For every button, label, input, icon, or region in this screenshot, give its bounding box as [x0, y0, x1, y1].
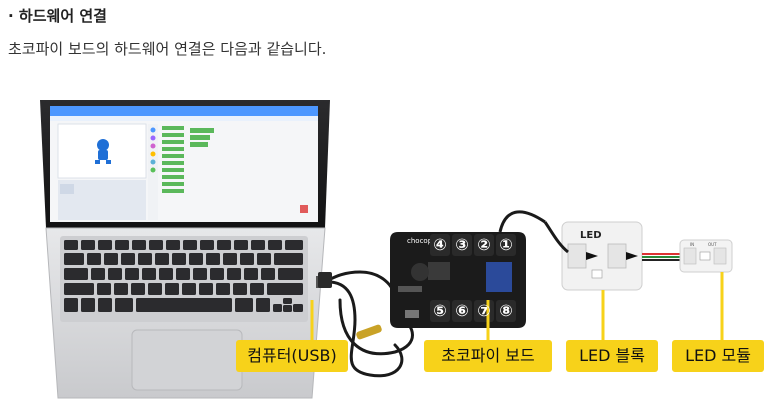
- board-port-3: ③: [455, 235, 469, 254]
- led-module-in-label: IN: [690, 242, 694, 247]
- section-title: · 하드웨어 연결: [8, 7, 107, 25]
- led-block: LED: [543, 221, 643, 291]
- board-port-1: ①: [499, 235, 513, 254]
- board-port-4: ④: [433, 235, 447, 254]
- sprite-icon: [95, 139, 111, 164]
- callout-led-block: LED 블록: [566, 340, 658, 372]
- rgb-cable: [642, 253, 680, 261]
- chocopi-board: chocopi: [390, 210, 546, 328]
- section-description: 초코파이 보드의 하드웨어 연결은 다음과 같습니다.: [8, 40, 327, 58]
- callout-led-module: LED 모듈: [672, 340, 764, 372]
- board-ports-top: [430, 234, 516, 256]
- led-module: IN OUT: [679, 239, 733, 273]
- callout-leaders: [310, 272, 724, 340]
- led-block-label: LED: [580, 230, 602, 241]
- laptop-trackpad: [131, 329, 243, 391]
- callout-board: 초코파이 보드: [424, 340, 552, 372]
- laptop-keyboard: [64, 240, 303, 312]
- led-module-out-label: OUT: [708, 242, 717, 247]
- board-port-8: ⑧: [499, 301, 513, 320]
- board-port-2: ②: [477, 235, 491, 254]
- callout-computer: 컴퓨터(USB): [236, 340, 348, 372]
- board-port-5: ⑤: [433, 301, 447, 320]
- board-logo: chocopi: [407, 237, 434, 245]
- board-port-7: ⑦: [477, 301, 491, 320]
- board-port-6: ⑥: [455, 301, 469, 320]
